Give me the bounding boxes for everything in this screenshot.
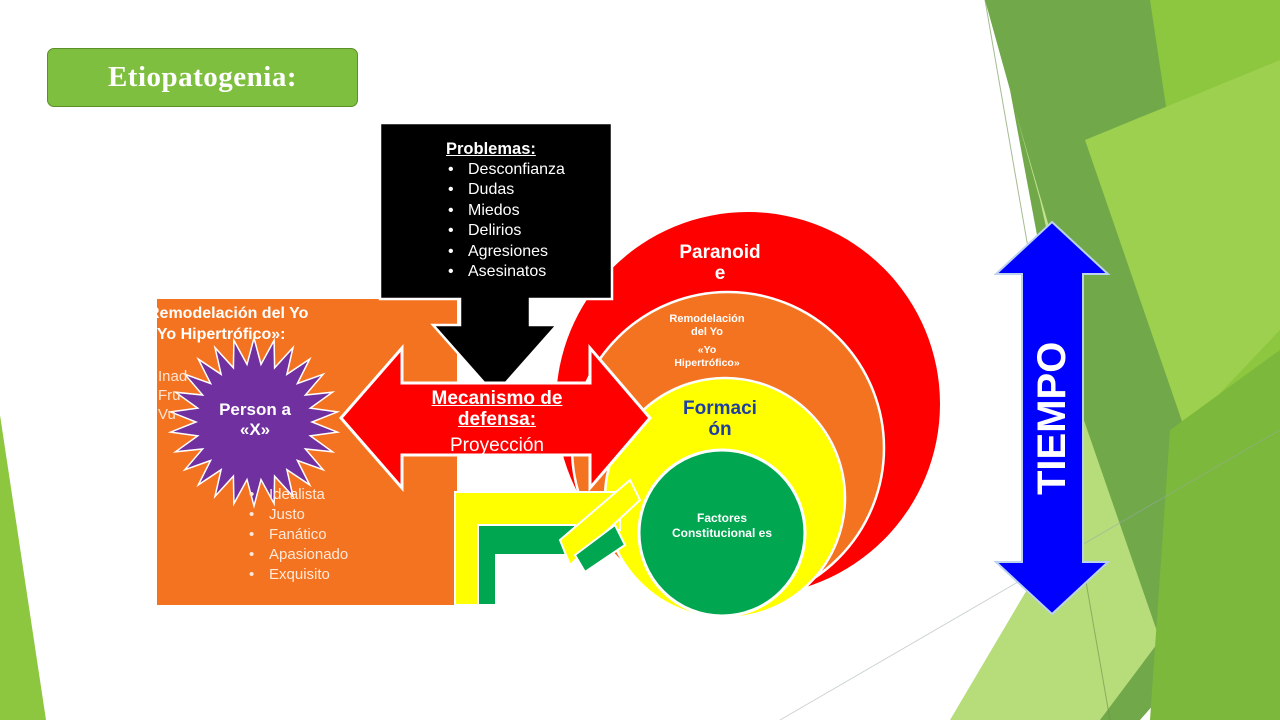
tiempo-label: TIEMPO [1030, 341, 1074, 495]
trait-item: Idealista [247, 485, 348, 505]
green-l-shape [477, 524, 576, 606]
problem-item: Dudas [446, 180, 565, 201]
tiempo-double-arrow [993, 220, 1111, 616]
persona-x-label: Person a «X» [219, 400, 291, 439]
problems-heading: Problemas: [446, 140, 536, 158]
problem-item: Miedos [446, 201, 565, 222]
trait-item: Exquisito [247, 565, 348, 585]
formacion-label: Formaci ón [683, 398, 757, 440]
left-green-triangle [0, 415, 46, 720]
orange-fragments: Inad Fru Vu [158, 367, 198, 424]
orange-heading-line-2: «Yo Hipertrófico»: [148, 326, 286, 343]
problems-list: Desconfianza Dudas Miedos Delirios Agres… [446, 160, 565, 283]
problem-item: Delirios [446, 221, 565, 242]
defense-double-arrow [339, 343, 652, 493]
problem-item: Asesinatos [446, 262, 565, 283]
trait-item: Justo [247, 505, 348, 525]
mechanism-label: Mecanismo de defensa: [431, 388, 563, 430]
orange-fragment: Fru [158, 387, 181, 404]
mechanism-value: Proyección [450, 435, 544, 456]
right-green-facet [1085, 60, 1280, 430]
traits-box: Idealista Justo Fanático Apasionado Exqu… [247, 485, 348, 585]
right-green-lower [1150, 350, 1280, 720]
trait-item: Apasionado [247, 545, 348, 565]
problem-item: Agresiones [446, 242, 565, 263]
remodelacion-label: Remodelación del Yo [669, 313, 745, 338]
connector-arrow [558, 478, 642, 567]
factores-label: Factores Constitucional es [671, 511, 772, 540]
slide-title: Etiopatogenia: [47, 48, 358, 107]
problems-box: Problemas: Desconfianza Dudas Miedos Del… [446, 139, 565, 283]
orange-heading-line-1: Remodelación del Yo [148, 305, 309, 322]
orange-fragment: Vu [158, 406, 176, 423]
connector-arrow-2 [573, 523, 627, 574]
problem-item: Desconfianza [446, 160, 565, 181]
traits-list: Idealista Justo Fanático Apasionado Exqu… [247, 485, 348, 585]
trait-item: Fanático [247, 525, 348, 545]
circle-factores [637, 448, 807, 618]
yo-hipertrofico-label: «Yo Hipertrófico» [674, 344, 740, 369]
paranoide-label: Paranoid e [679, 242, 761, 284]
orange-fragment: Inad [158, 368, 188, 385]
orange-panel-heading: Remodelación del Yo «Yo Hipertrófico»: [148, 303, 448, 351]
